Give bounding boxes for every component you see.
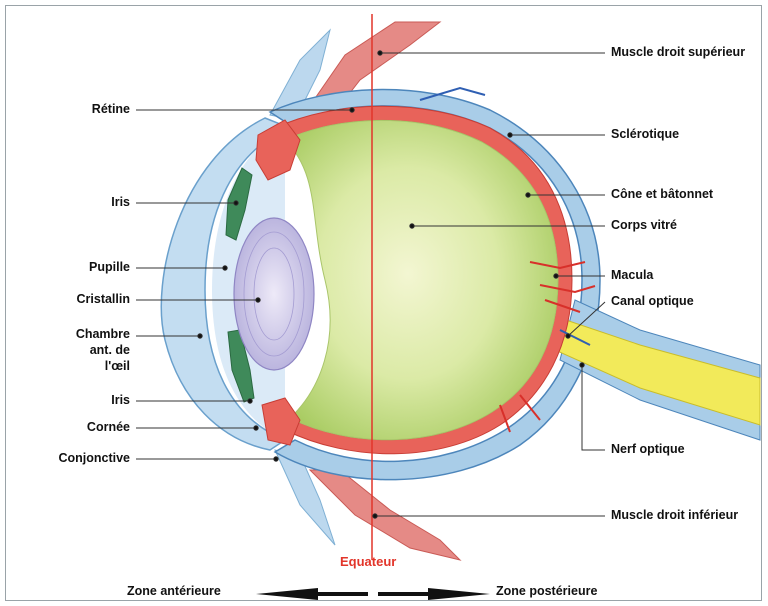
label-iris-bottom: Iris — [60, 393, 130, 408]
label-chambre-1: Chambre — [60, 327, 130, 342]
label-pupille: Pupille — [60, 260, 130, 275]
label-canal-optique: Canal optique — [611, 294, 694, 309]
lens-shape — [234, 218, 314, 370]
label-corps-vitre: Corps vitré — [611, 218, 677, 233]
vitreous-body — [285, 120, 558, 439]
ciliary-body-bottom — [262, 398, 300, 445]
label-conjonctive: Conjonctive — [30, 451, 130, 466]
label-cristallin: Cristallin — [50, 292, 130, 307]
zone-posterior-label: Zone postérieure — [496, 584, 597, 598]
label-chambre-3: l'œil — [60, 359, 130, 374]
label-cornee: Cornée — [60, 420, 130, 435]
arrow-left — [256, 588, 368, 600]
label-nerf-optique: Nerf optique — [611, 442, 685, 457]
label-chambre-2: ant. de — [60, 343, 130, 358]
label-macula: Macula — [611, 268, 653, 283]
inferior-rectus-muscle — [310, 470, 460, 560]
equator-label: Equateur — [340, 554, 396, 569]
label-sclerotique: Sclérotique — [611, 127, 679, 142]
label-retine: Rétine — [60, 102, 130, 117]
label-muscle-sup: Muscle droit supérieur — [611, 45, 745, 60]
label-iris-top: Iris — [60, 195, 130, 210]
label-cone: Cône et bâtonnet — [611, 187, 713, 202]
arrow-right — [378, 588, 490, 600]
label-muscle-inf: Muscle droit inférieur — [611, 508, 738, 523]
zone-anterior-label: Zone antérieure — [127, 584, 221, 598]
